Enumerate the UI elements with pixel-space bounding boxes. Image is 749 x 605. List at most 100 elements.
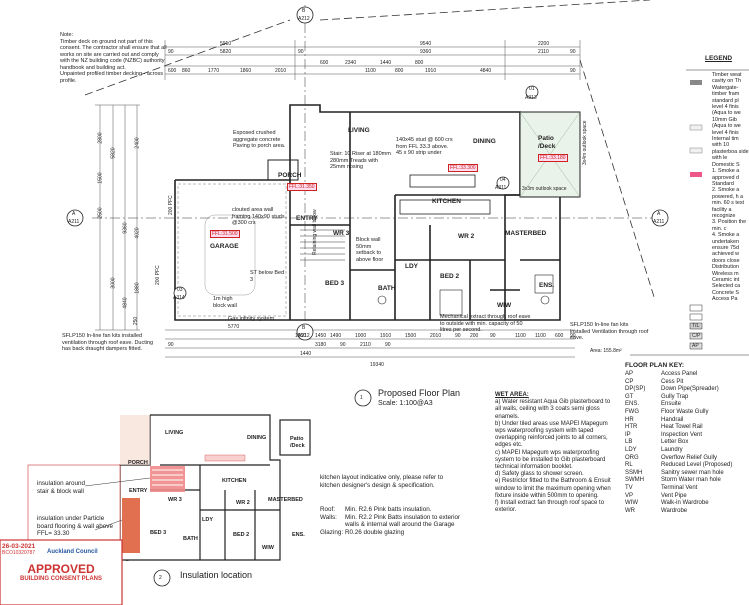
key-desc: Overflow Relief Gully (661, 454, 718, 461)
dim-2340: 2340 (345, 60, 357, 66)
stamp-date: 26-03-2021 (2, 543, 36, 550)
room-ldy: LDY (405, 263, 418, 270)
insul-room-porch: PORCH (128, 460, 148, 466)
dim-total-length: 19340 (370, 362, 384, 368)
insul-room-master: MASTERBED (268, 497, 303, 503)
dim-600b: 600 (168, 68, 177, 74)
bath-tub (439, 289, 463, 316)
note-outlook-side: 3x4m outlook space (582, 120, 588, 165)
dim-left: 250 (133, 316, 140, 326)
detail-04-label: 04 (500, 177, 506, 183)
dim-1910: 1910 (425, 68, 437, 74)
key-code: WIW (625, 500, 638, 507)
insul-room-wiw: WIW (262, 545, 274, 551)
spec-key: Glazing: (320, 528, 344, 536)
wet-area-item: c) MAPEI Mapegum wps waterproofing syste… (495, 449, 606, 471)
legend-symbol-cp: C/P (692, 333, 701, 339)
dim-left: 2400 (134, 137, 141, 149)
insul-room-wr3: WR 3 (168, 497, 182, 503)
floor-plan-title: Proposed Floor Plan (378, 388, 461, 398)
dim-bottom: 1000 (355, 333, 367, 339)
key-code: TV (625, 484, 633, 491)
note-clouted: clouted area wall framing 140x90 studs @… (232, 207, 285, 226)
dim-90: 90 (168, 49, 174, 55)
note-stair: Stair: 10 Riser at 180mm 280mm Treads wi… (330, 151, 391, 170)
ffl-garage: FFL:31.500 (210, 230, 240, 238)
note-fan-right: SFLP150 In-line fan kits installed Venti… (570, 322, 649, 341)
note-high-block: 1m high block wall (213, 296, 237, 309)
insul-room-entry: ENTRY (129, 488, 148, 494)
room-masterbed: MASTERBED (505, 230, 547, 237)
dim-bottom: 1450 (315, 333, 327, 339)
note-block-wall: Block wall 50mm setback to above floor (356, 237, 384, 263)
legend-item: Wireless m (712, 270, 739, 277)
boundary-line (84, 19, 291, 96)
insul-note-kitchen: kitchen layout indicative only, please r… (320, 474, 444, 489)
legend-item: Timber weat cavity on Th Watergate- timb… (712, 72, 742, 111)
room-wr2: WR 2 (458, 233, 475, 240)
section-a-ref: A211 (68, 219, 80, 225)
legend-item: Ceramic int (712, 277, 740, 283)
spec-key: Walls: (320, 513, 337, 521)
dim-860: 860 (182, 68, 191, 74)
stamp-subtitle: BUILDING CONSENT PLANS (19, 576, 102, 582)
dim-bottom: 90 (385, 342, 391, 348)
section-b-letter: B (302, 325, 306, 331)
consent-stamp-frame (0, 539, 123, 605)
key-desc: Cess Pit (661, 378, 684, 385)
room-garage: GARAGE (210, 243, 239, 250)
legend-item: 3. Position the min. c (712, 219, 747, 232)
dim-90b: 90 (298, 49, 304, 55)
dim-bottom: 600 (555, 333, 564, 339)
section-mark-b-bottom (296, 323, 314, 341)
wet-area-item: f) Install extract fan through roof spac… (495, 500, 605, 514)
spec-key: Roof: (320, 506, 336, 513)
ffl-porch: FFL:31.350 (287, 183, 317, 191)
insul-room-bed2: BED 2 (233, 532, 250, 538)
key-code: VP (625, 492, 634, 499)
legend-item: Selected ca (712, 283, 741, 290)
insul-room-living: LIVING (165, 430, 184, 436)
note-retaining: Retaining wall below (312, 209, 318, 255)
key-code: ENS. (625, 401, 640, 408)
detail-03-label: 03 (177, 287, 183, 293)
key-code: SWMH (625, 477, 644, 484)
toilet-fixture (540, 295, 550, 305)
legend-item: 4. Smoke a undertaken ensure 75d achieve… (712, 232, 740, 264)
key-code: AP (625, 371, 634, 377)
dim-bottom: 90 (340, 342, 346, 348)
room-entry: ENTRY (296, 215, 318, 222)
spec-value: R0.26 double glazing (345, 528, 405, 536)
room-wr3: WR 3 (333, 230, 350, 237)
dim-left: 2500 (97, 207, 104, 219)
key-desc: Floor Waste Gully (661, 408, 709, 415)
dim-1100: 1100 (365, 68, 376, 74)
key-code: IP (625, 431, 631, 438)
room-bed2: BED 2 (440, 273, 460, 280)
dim-bottom: 90 (490, 333, 496, 339)
dim-2110: 2110 (538, 49, 549, 55)
consent-stamp: 26-03-2021 BCO10320787 Auckland Council … (2, 543, 120, 582)
shower (534, 274, 554, 294)
insul-room-dining: DINING (247, 435, 267, 441)
key-code: ORG (625, 454, 639, 461)
section-mark-a-right (651, 209, 669, 227)
dim-left: 4840 (122, 297, 129, 309)
title-mark-2 (153, 569, 171, 587)
dim-bottom: 1550 (295, 333, 307, 339)
key-desc: Handrail (661, 416, 684, 423)
dim-800: 800 (415, 60, 424, 66)
detail-03-ref: A314 (173, 295, 185, 301)
key-code: RL (625, 462, 633, 469)
room-kitchen: KITCHEN (432, 198, 461, 205)
